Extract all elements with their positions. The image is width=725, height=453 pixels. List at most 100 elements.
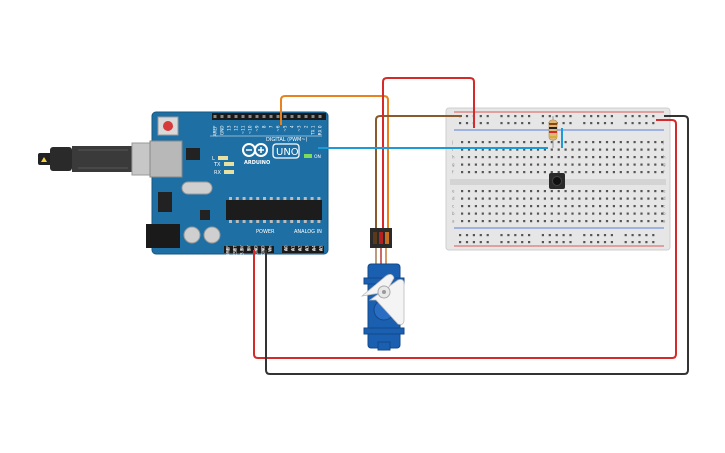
terminal-hole[interactable]	[571, 141, 574, 144]
power-pin[interactable]	[268, 248, 272, 251]
top-rail-hole[interactable]	[507, 122, 510, 125]
terminal-hole[interactable]	[495, 220, 498, 223]
top-rail-hole[interactable]	[631, 115, 634, 118]
terminal-hole[interactable]	[557, 148, 560, 151]
terminal-hole[interactable]	[481, 171, 484, 174]
terminal-hole[interactable]	[661, 171, 664, 174]
power-pin[interactable]	[233, 248, 237, 251]
terminal-hole[interactable]	[523, 171, 526, 174]
bottom-rail-hole[interactable]	[500, 241, 503, 244]
bottom-rail-hole[interactable]	[472, 241, 475, 244]
terminal-hole[interactable]	[661, 197, 664, 200]
terminal-hole[interactable]	[461, 197, 464, 200]
terminal-hole[interactable]	[564, 197, 567, 200]
terminal-hole[interactable]	[626, 190, 629, 193]
terminal-hole[interactable]	[523, 156, 526, 159]
terminal-hole[interactable]	[488, 163, 491, 166]
bottom-rail-hole[interactable]	[631, 241, 634, 244]
terminal-hole[interactable]	[523, 212, 526, 215]
terminal-hole[interactable]	[605, 197, 609, 200]
digital-pin[interactable]	[304, 115, 308, 118]
terminal-hole[interactable]	[488, 148, 491, 151]
top-rail-hole[interactable]	[624, 115, 627, 118]
top-rail-hole[interactable]	[541, 122, 544, 125]
terminal-hole[interactable]	[585, 148, 588, 151]
terminal-hole[interactable]	[612, 190, 615, 193]
terminal-hole[interactable]	[599, 190, 602, 193]
digital-pin[interactable]	[283, 115, 287, 118]
terminal-hole[interactable]	[536, 212, 540, 215]
terminal-hole[interactable]	[619, 190, 622, 193]
top-rail-hole[interactable]	[500, 122, 503, 125]
terminal-hole[interactable]	[605, 220, 609, 223]
terminal-hole[interactable]	[619, 163, 622, 166]
terminal-hole[interactable]	[516, 156, 519, 159]
analog-pin[interactable]	[284, 248, 288, 251]
analog-pin[interactable]	[312, 248, 316, 251]
terminal-hole[interactable]	[557, 190, 560, 193]
terminal-hole[interactable]	[633, 148, 636, 151]
terminal-hole[interactable]	[654, 190, 657, 193]
top-rail-hole[interactable]	[583, 122, 586, 125]
terminal-hole[interactable]	[530, 205, 533, 208]
top-rail-hole[interactable]	[638, 115, 641, 118]
terminal-hole[interactable]	[474, 220, 477, 223]
top-rail-hole[interactable]	[610, 115, 613, 118]
terminal-hole[interactable]	[530, 163, 533, 166]
terminal-hole[interactable]	[557, 220, 560, 223]
terminal-hole[interactable]	[599, 212, 602, 215]
bottom-rail-hole[interactable]	[638, 241, 641, 244]
top-rail-hole[interactable]	[528, 122, 531, 125]
digital-pin[interactable]	[248, 115, 252, 118]
terminal-hole[interactable]	[661, 190, 664, 193]
top-rail-hole[interactable]	[514, 115, 517, 118]
bottom-rail-hole[interactable]	[465, 241, 469, 244]
terminal-hole[interactable]	[495, 163, 498, 166]
terminal-hole[interactable]	[488, 205, 491, 208]
terminal-hole[interactable]	[481, 220, 484, 223]
terminal-hole[interactable]	[516, 171, 519, 174]
terminal-hole[interactable]	[640, 171, 643, 174]
terminal-hole[interactable]	[502, 205, 505, 208]
top-rail-hole[interactable]	[569, 122, 572, 125]
terminal-hole[interactable]	[571, 163, 574, 166]
terminal-hole[interactable]	[647, 156, 650, 159]
terminal-hole[interactable]	[592, 212, 595, 215]
terminal-hole[interactable]	[509, 220, 512, 223]
terminal-hole[interactable]	[467, 163, 471, 166]
bottom-rail-hole[interactable]	[610, 234, 613, 237]
bottom-rail-hole[interactable]	[500, 234, 503, 237]
terminal-hole[interactable]	[640, 190, 643, 193]
top-rail-hole[interactable]	[459, 122, 462, 125]
terminal-hole[interactable]	[571, 171, 574, 174]
terminal-hole[interactable]	[543, 156, 546, 159]
terminal-hole[interactable]	[633, 212, 636, 215]
bottom-rail-hole[interactable]	[521, 241, 524, 244]
terminal-hole[interactable]	[474, 205, 477, 208]
terminal-hole[interactable]	[585, 171, 588, 174]
bottom-rail-hole[interactable]	[555, 241, 558, 244]
bottom-rail-hole[interactable]	[548, 234, 551, 237]
terminal-hole[interactable]	[599, 205, 602, 208]
terminal-hole[interactable]	[661, 212, 664, 215]
terminal-hole[interactable]	[495, 212, 498, 215]
terminal-hole[interactable]	[516, 148, 519, 151]
terminal-hole[interactable]	[495, 171, 498, 174]
digital-pin[interactable]	[234, 115, 238, 118]
bottom-rail-hole[interactable]	[562, 241, 565, 244]
top-rail-hole[interactable]	[486, 115, 489, 118]
terminal-hole[interactable]	[599, 156, 602, 159]
terminal-hole[interactable]	[523, 148, 526, 151]
power-pin[interactable]	[247, 248, 251, 251]
terminal-hole[interactable]	[509, 197, 512, 200]
bottom-rail-hole[interactable]	[569, 241, 572, 244]
bottom-rail-hole[interactable]	[507, 241, 510, 244]
servo[interactable]	[360, 228, 405, 351]
terminal-hole[interactable]	[488, 171, 491, 174]
terminal-hole[interactable]	[488, 212, 491, 215]
top-rail-hole[interactable]	[528, 115, 531, 118]
digital-pin[interactable]	[297, 115, 301, 118]
top-rail-hole[interactable]	[590, 122, 593, 125]
terminal-hole[interactable]	[647, 220, 650, 223]
top-rail-hole[interactable]	[631, 122, 634, 125]
